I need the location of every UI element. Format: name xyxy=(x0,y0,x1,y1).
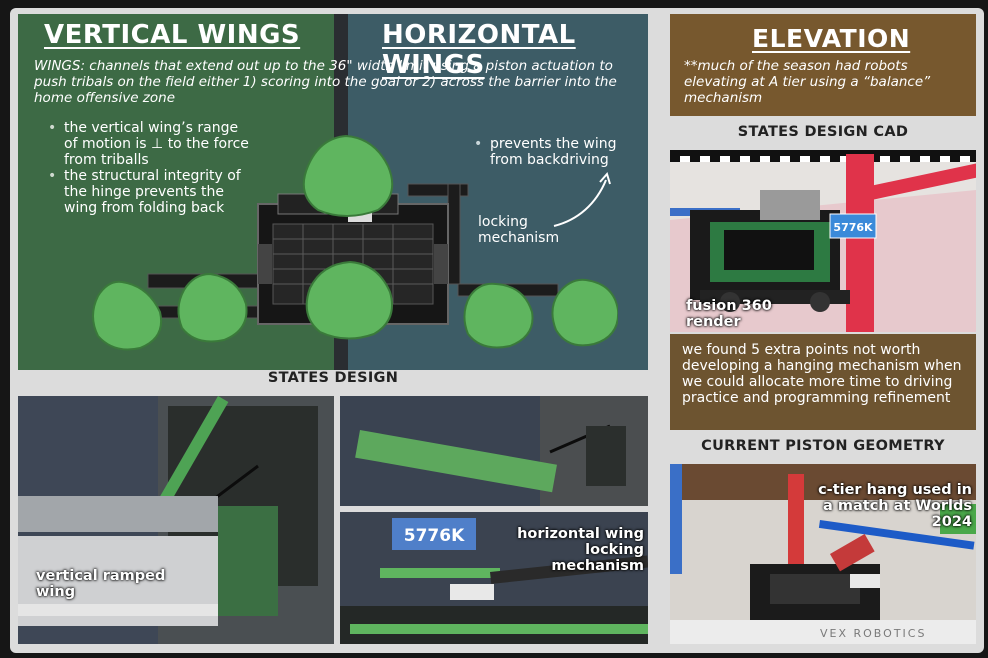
horizontal-locking-photo: 5776K horizontal wing locking mechanism xyxy=(340,512,648,644)
current-piston-geometry-caption: CURRENT PISTON GEOMETRY xyxy=(701,438,945,454)
vex-robotics-brand: VEX ROBOTICS xyxy=(820,627,926,640)
locking-mechanism-label: locking mechanism xyxy=(478,214,560,246)
vertical-wings-bullets: the vertical wing’s range of motion is ⊥… xyxy=(46,120,256,216)
fusion-render-label: fusion 360 render xyxy=(686,298,772,330)
horizontal-wing-drawing xyxy=(340,396,648,506)
vertical-bullet-1: the vertical wing’s range of motion is ⊥… xyxy=(46,120,256,168)
hang-photo-drawing: VEX ROBOTICS xyxy=(670,464,976,644)
c-tier-hang-label: c-tier hang used in a match at Worlds 20… xyxy=(818,482,972,530)
hang-photo: VEX ROBOTICS c-tier hang used in a match… xyxy=(670,464,976,644)
triball-icon xyxy=(302,134,394,217)
states-design-cad-caption: STATES DESIGN CAD xyxy=(737,124,909,140)
triball-icon xyxy=(551,278,618,347)
horizontal-locking-label: horizontal wing locking mechanism xyxy=(517,526,644,574)
triball-icon xyxy=(305,260,393,340)
cad-render-drawing: 5776K xyxy=(670,150,976,332)
wings-panel: VERTICAL WINGS HORIZONTAL WINGS WINGS: c… xyxy=(18,14,648,370)
wings-definition: WINGS: channels that extend out up to th… xyxy=(34,58,617,106)
vertical-ramped-wing-photo: vertical ramped wing xyxy=(18,396,334,644)
elevation-title: ELEVATION xyxy=(752,24,911,53)
horizontal-wings-title: HORIZONTAL WINGS xyxy=(382,20,576,80)
robot-cad-topview xyxy=(92,134,618,351)
arrow-icon xyxy=(553,171,611,227)
horizontal-wings-bullets: prevents the wing from backdriving xyxy=(472,136,642,168)
elevation-note: **much of the season had robots elevatin… xyxy=(684,58,931,106)
horizontal-locking-drawing: 5776K xyxy=(340,512,648,644)
vertical-wings-title: VERTICAL WINGS xyxy=(44,20,301,50)
cad-render-image: 5776K fusion 360 render xyxy=(670,150,976,332)
hanging-note-text: we found 5 extra points not worth develo… xyxy=(682,342,962,406)
triball-icon xyxy=(92,280,162,351)
horizontal-bullet-1: prevents the wing from backdriving xyxy=(472,136,642,168)
vertical-wing-drawing xyxy=(18,396,334,644)
vertical-bullet-2: the structural integrity of the hinge pr… xyxy=(46,168,256,216)
robot-number-plate: 5776K xyxy=(833,221,873,234)
states-design-caption: STATES DESIGN xyxy=(267,370,399,386)
elevation-panel: ELEVATION **much of the season had robot… xyxy=(670,14,976,116)
locking-photo-robot-number: 5776K xyxy=(404,526,465,546)
triball-icon xyxy=(177,272,248,343)
slide-board: VERTICAL WINGS HORIZONTAL WINGS WINGS: c… xyxy=(10,8,984,653)
hanging-note-panel: we found 5 extra points not worth develo… xyxy=(670,334,976,430)
horizontal-wing-photo xyxy=(340,396,648,506)
vertical-ramped-wing-label: vertical ramped wing xyxy=(36,568,166,600)
triball-icon xyxy=(463,282,534,349)
